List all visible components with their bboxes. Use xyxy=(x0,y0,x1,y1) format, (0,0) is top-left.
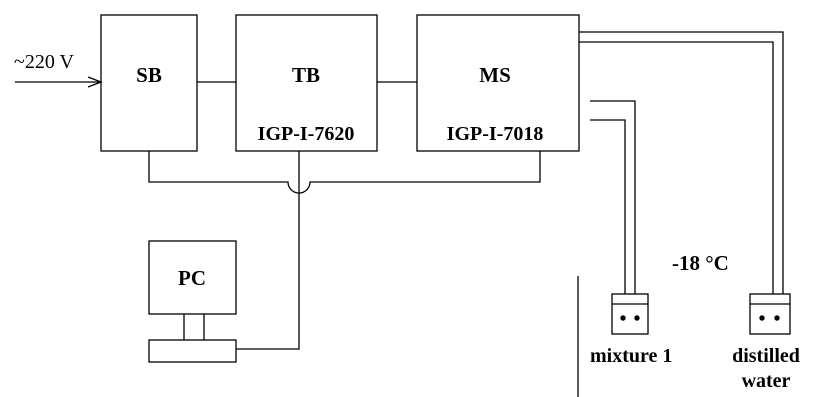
water-label-line1: distilled xyxy=(732,345,800,367)
tb-label: TB xyxy=(292,63,320,87)
mixture-electrode-right xyxy=(634,315,640,321)
pc-label: PC xyxy=(178,266,206,290)
mixture-electrode-left xyxy=(620,315,626,321)
water-probe-wire-outer xyxy=(579,31,784,294)
pc-keyboard xyxy=(148,339,237,363)
water-probe-wire-inner xyxy=(579,41,774,294)
water-electrode-left xyxy=(759,315,765,321)
mixture-label: mixture 1 xyxy=(590,345,672,367)
water-label-line2: water xyxy=(742,370,791,392)
mixture-sample-cell xyxy=(611,293,649,335)
temperature-label: -18 °C xyxy=(672,251,729,275)
pc-monitor xyxy=(148,240,237,315)
sb-label: SB xyxy=(136,63,162,87)
tb-block xyxy=(235,14,378,152)
pc-tb-link xyxy=(236,151,300,350)
mixture-probe-wire-outer xyxy=(590,100,636,294)
water-electrode-right xyxy=(774,315,780,321)
ms-block xyxy=(416,14,580,152)
mixture-probe-wire-inner xyxy=(590,119,626,294)
ms-model-label: IGP-I-7018 xyxy=(447,123,544,145)
water-sample-cell xyxy=(749,293,791,335)
ms-label: MS xyxy=(479,63,511,87)
power-input-label: ~220 V xyxy=(14,51,74,73)
power-bus-wire xyxy=(148,151,541,194)
tb-model-label: IGP-I-7620 xyxy=(258,123,355,145)
